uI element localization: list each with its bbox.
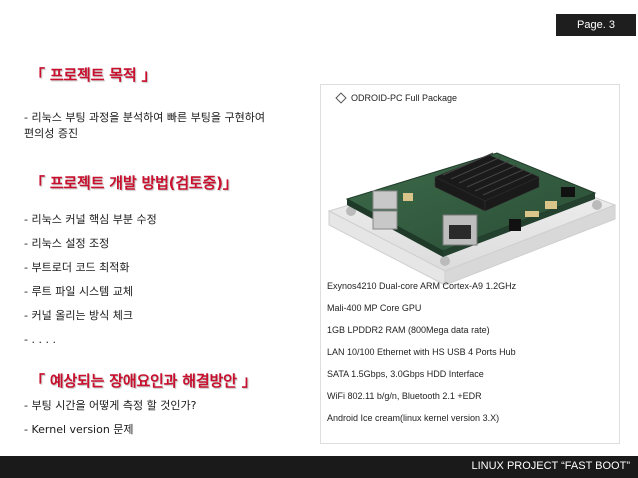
- method-list-item: - 루트 파일 시스템 교체: [24, 285, 134, 298]
- section-heading-risks: 「 예상되는 장애요인과 해결방안 」: [30, 372, 257, 390]
- method-list-item: - 리눅스 설정 조정: [24, 237, 110, 250]
- method-list-item: - . . . .: [24, 333, 56, 346]
- spec-line: Mali-400 MP Core GPU: [327, 303, 422, 313]
- spec-line: Exynos4210 Dual-core ARM Cortex-A9 1.2GH…: [327, 281, 517, 291]
- purpose-text-line-2: 편의성 증진: [24, 127, 79, 140]
- spec-line: Android Ice cream(linux kernel version 3…: [327, 413, 500, 423]
- method-list-item: - 리눅스 커널 핵심 부분 수정: [24, 213, 157, 226]
- panel-title: ODROID-PC Full Package: [335, 92, 458, 104]
- page-number-badge: Page. 3: [556, 14, 636, 36]
- spec-line: SATA 1.5Gbps, 3.0Gbps HDD Interface: [327, 369, 484, 379]
- method-list-item: - 부트로더 코드 최적화: [24, 261, 130, 274]
- spec-line: 1GB LPDDR2 RAM (800Mega data rate): [327, 325, 490, 335]
- panel-title-text: ODROID-PC Full Package: [351, 93, 458, 103]
- purpose-text-line-1: - 리눅스 부팅 과정을 분석하여 빠른 부팅을 구현하여: [24, 111, 265, 124]
- spec-line: WiFi 802.11 b/g/n, Bluetooth 2.1 +EDR: [327, 391, 482, 401]
- spec-line: LAN 10/100 Ethernet with HS USB 4 Ports …: [327, 347, 516, 357]
- risk-list-item: - Kernel version 문제: [24, 423, 134, 436]
- footer-bar: LINUX PROJECT “FAST BOOT”: [0, 456, 638, 478]
- odroid-board-image: [327, 152, 617, 286]
- footer-project-title: LINUX PROJECT “FAST BOOT”: [471, 460, 630, 472]
- section-heading-method: 「 프로젝트 개발 방법(검토중)」: [30, 174, 238, 192]
- diamond-icon: [335, 92, 347, 104]
- section-heading-purpose: 「 프로젝트 목적 」: [30, 66, 157, 84]
- risk-list-item: - 부팅 시간을 어떻게 측정 할 것인가?: [24, 399, 197, 412]
- method-list-item: - 커널 올리는 방식 체크: [24, 309, 134, 322]
- board-info-panel: ODROID-PC Full Package: [320, 84, 620, 444]
